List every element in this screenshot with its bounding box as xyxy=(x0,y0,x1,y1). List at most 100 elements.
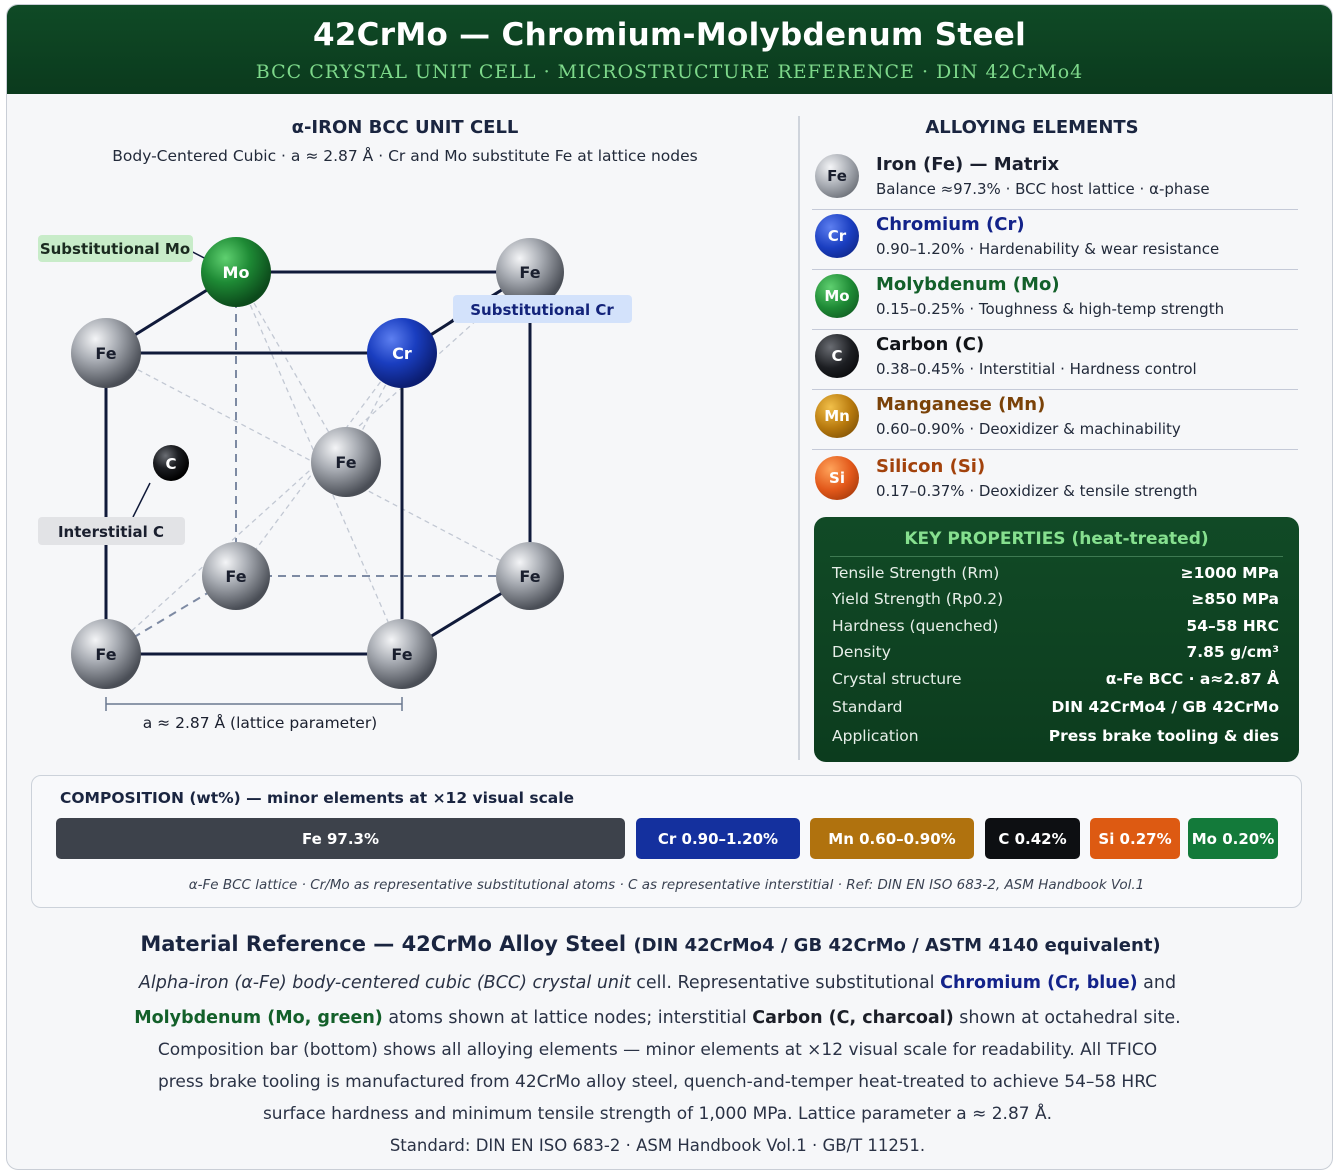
property-key: Application xyxy=(832,727,919,745)
atom-cr: Cr xyxy=(367,318,437,388)
reference-c-highlight: Carbon (C, charcoal) xyxy=(752,1008,954,1028)
divider xyxy=(812,269,1298,270)
atom-fe-center: Fe xyxy=(311,427,381,497)
unit-cell-subtitle: Body-Centered Cubic · a ≈ 2.87 Å · Cr an… xyxy=(112,147,698,165)
unit-cell-title: α-IRON BCC UNIT CELL xyxy=(291,117,519,138)
reference-line-1: Alpha-iron (α-Fe) body-centered cubic (B… xyxy=(0,973,1315,993)
divider xyxy=(812,209,1298,210)
element-desc: 0.17–0.37% · Deoxidizer & tensile streng… xyxy=(876,482,1198,500)
divider xyxy=(830,556,1283,557)
svg-text:Substitutional Cr: Substitutional Cr xyxy=(470,301,614,319)
reference-cr-highlight: Chromium (Cr, blue) xyxy=(940,973,1138,993)
composition-panel: COMPOSITION (wt%) — minor elements at ×1… xyxy=(31,775,1302,908)
composition-segment-cr: Cr 0.90–1.20% xyxy=(636,818,800,859)
reference-line-5: surface hardness and minimum tensile str… xyxy=(262,1104,1053,1124)
reference-italic-text: Alpha-iron (α-Fe) body-centered cubic (B… xyxy=(138,973,631,993)
atom-fe-back-tr: Fe xyxy=(496,238,564,306)
property-value: 54–58 HRC xyxy=(1186,617,1279,635)
svg-text:Cr: Cr xyxy=(392,344,412,363)
reference-line-2: Molybdenum (Mo, green) atoms shown at la… xyxy=(0,1008,1315,1028)
property-key: Standard xyxy=(832,698,903,716)
property-value: DIN 42CrMo4 / GB 42CrMo xyxy=(1051,698,1280,716)
svg-text:Fe: Fe xyxy=(519,567,540,586)
divider xyxy=(812,329,1298,330)
atom-fe-back-bl: Fe xyxy=(202,542,270,610)
property-row: Hardness (quenched) 54–58 HRC xyxy=(832,617,1279,639)
list-item: Cr Chromium (Cr) 0.90–1.20% · Hardenabil… xyxy=(812,210,1298,270)
property-value: α-Fe BCC · a≈2.87 Å xyxy=(1105,670,1279,688)
element-desc: 0.60–0.90% · Deoxidizer & machinability xyxy=(876,420,1181,438)
header-banner: 42CrMo — Chromium-Molybdenum Steel BCC C… xyxy=(7,5,1332,94)
composition-segment-fe: Fe 97.3% xyxy=(56,818,625,859)
key-properties-panel: KEY PROPERTIES (heat-treated) Tensile St… xyxy=(814,517,1299,762)
divider xyxy=(812,449,1298,450)
reference-text: atoms shown at lattice nodes; interstiti… xyxy=(382,1008,753,1028)
element-name: Chromium (Cr) xyxy=(876,214,1025,235)
lattice-parameter-dimension xyxy=(105,697,403,711)
element-desc: 0.90–1.20% · Hardenability & wear resist… xyxy=(876,240,1220,258)
property-row: Standard DIN 42CrMo4 / GB 42CrMo xyxy=(832,698,1279,720)
property-row: Crystal structure α-Fe BCC · a≈2.87 Å xyxy=(832,670,1279,692)
element-icon: Si xyxy=(815,456,859,500)
property-key: Hardness (quenched) xyxy=(832,617,999,635)
property-row: Tensile Strength (Rm) ≥1000 MPa xyxy=(832,564,1279,586)
element-desc: 0.38–0.45% · Interstitial · Hardness con… xyxy=(876,360,1197,378)
page-subtitle: BCC CRYSTAL UNIT CELL · MICROSTRUCTURE R… xyxy=(255,61,1084,83)
atom-mo: Mo xyxy=(201,237,271,307)
element-desc: 0.15–0.25% · Toughness & high-temp stren… xyxy=(876,300,1225,318)
column-divider xyxy=(798,116,800,760)
element-name: Silicon (Si) xyxy=(876,456,986,477)
list-item: Si Silicon (Si) 0.17–0.37% · Deoxidizer … xyxy=(812,452,1298,512)
element-desc: Balance ≈97.3% · BCC host lattice · α-ph… xyxy=(876,180,1210,198)
atom-c-interstitial: C xyxy=(153,445,189,481)
svg-text:Substitutional Mo: Substitutional Mo xyxy=(40,240,190,258)
key-properties-title: KEY PROPERTIES (heat-treated) xyxy=(904,529,1209,549)
bcc-unit-cell-diagram: Fe Fe Fe Mo Fe Fe Cr Fe Fe C Substitutio… xyxy=(38,235,632,732)
svg-text:Fe: Fe xyxy=(95,344,116,363)
list-item: Mn Manganese (Mn) 0.60–0.90% · Deoxidize… xyxy=(812,390,1298,450)
reference-line-4: press brake tooling is manufactured from… xyxy=(157,1072,1158,1092)
property-value: ≥1000 MPa xyxy=(1180,564,1279,582)
label-interstitial-c: Interstitial C xyxy=(38,517,185,545)
atom-fe-front-br: Fe xyxy=(367,619,437,689)
cr-leader-line xyxy=(431,317,456,336)
svg-text:Fe: Fe xyxy=(335,453,356,472)
svg-text:Mo: Mo xyxy=(223,263,250,282)
property-value: 7.85 g/cm³ xyxy=(1186,643,1279,661)
reference-title: Material Reference — 42CrMo Alloy Steel … xyxy=(0,932,1301,956)
element-name: Manganese (Mn) xyxy=(876,394,1046,415)
property-row: Density 7.85 g/cm³ xyxy=(832,643,1279,665)
element-icon: Fe xyxy=(815,154,859,198)
composition-segment-mn: Mn 0.60–0.90% xyxy=(810,818,974,859)
divider xyxy=(812,389,1298,390)
property-key: Density xyxy=(832,643,891,661)
svg-text:Fe: Fe xyxy=(95,645,116,664)
element-icon: Cr xyxy=(815,214,859,258)
reference-text: and xyxy=(1137,973,1177,993)
lattice-parameter-label: a ≈ 2.87 Å (lattice parameter) xyxy=(143,713,377,732)
property-row: Yield Strength (Rp0.2) ≥850 MPa xyxy=(832,590,1279,612)
element-icon: Mo xyxy=(815,274,859,318)
list-item: Fe Iron (Fe) — Matrix Balance ≈97.3% · B… xyxy=(812,150,1298,210)
svg-text:Interstitial C: Interstitial C xyxy=(58,523,164,541)
composition-segment-si: Si 0.27% xyxy=(1090,818,1180,859)
atom-fe-back-br: Fe xyxy=(496,542,564,610)
svg-text:Fe: Fe xyxy=(225,567,246,586)
property-key: Tensile Strength (Rm) xyxy=(832,564,1000,582)
element-name: Carbon (C) xyxy=(876,334,985,355)
reference-title-main: Material Reference — 42CrMo Alloy Steel xyxy=(140,932,627,956)
reference-line-6: Standard: DIN EN ISO 683-2 · ASM Handboo… xyxy=(389,1136,926,1155)
element-icon: C xyxy=(815,334,859,378)
element-icon: Mn xyxy=(815,394,859,438)
property-key: Yield Strength (Rp0.2) xyxy=(832,590,1004,608)
alloying-title: ALLOYING ELEMENTS xyxy=(925,117,1139,138)
list-item: Mo Molybdenum (Mo) 0.15–0.25% · Toughnes… xyxy=(812,270,1298,330)
property-value: ≥850 MPa xyxy=(1191,590,1279,608)
property-row: Application Press brake tooling & dies xyxy=(832,727,1279,749)
reference-text: cell. Representative substitutional xyxy=(630,973,941,993)
composition-segment-mo: Mo 0.20% xyxy=(1188,818,1278,859)
atom-fe-front-bl: Fe xyxy=(71,619,141,689)
svg-text:C: C xyxy=(165,455,176,473)
svg-text:Fe: Fe xyxy=(519,263,540,282)
list-item: C Carbon (C) 0.38–0.45% · Interstitial ·… xyxy=(812,330,1298,390)
